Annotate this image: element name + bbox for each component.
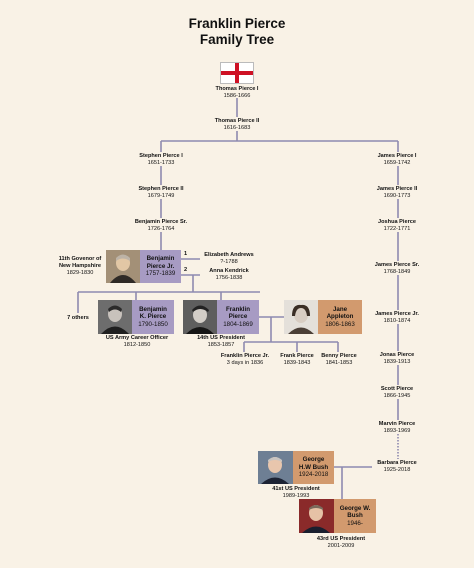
portrait-photo [258,451,293,484]
person-benjamin-k-pierce: Benjamin K. Pierce 1790-1850 [98,300,174,334]
person-benjamin-pierce-jr: Benjamin Pierce Jr. 1757-1839 [106,250,181,283]
governor-note: 11th Govenor of New Hampshire 1829-1830 [58,256,102,276]
person-george-w-bush: George W. Bush 1946- [299,499,376,533]
person-jane-appleton: Jane Appleton 1806-1863 [284,300,362,334]
title-line-2: Family Tree [199,31,275,47]
seven-others-label: 7 others [67,315,89,321]
spouse-marker-2: 2 [184,267,188,273]
person-benjamin-pierce-sr: Benjamin Pierce Sr.1726-1764 [134,219,188,232]
person-elizabeth-andrews: Elizabeth Andrews?-1788 [204,252,254,265]
england-flag-icon [220,62,254,84]
portrait-photo [98,300,132,334]
person-franklin-pierce: Franklin Pierce 1804-1869 [183,300,259,334]
person-james-pierce-jr: James Pierce Jr.1810-1874 [375,311,419,324]
person-franklin-pierce-jr: Franklin Pierce Jr.3 days in 1836 [220,353,270,366]
spouse-marker-1: 1 [184,251,188,257]
page-title: Franklin Pierce Family Tree [137,16,337,48]
person-james-pierce-sr: James Pierce Sr.1768-1849 [374,262,420,275]
person-george-hw-bush: George H.W Bush 1924-2018 [258,451,334,484]
portrait-photo [284,300,318,334]
portrait-photo [183,300,217,334]
portrait-photo [106,250,140,283]
portrait-photo [299,499,334,533]
title-line-1: Franklin Pierce [188,16,286,31]
